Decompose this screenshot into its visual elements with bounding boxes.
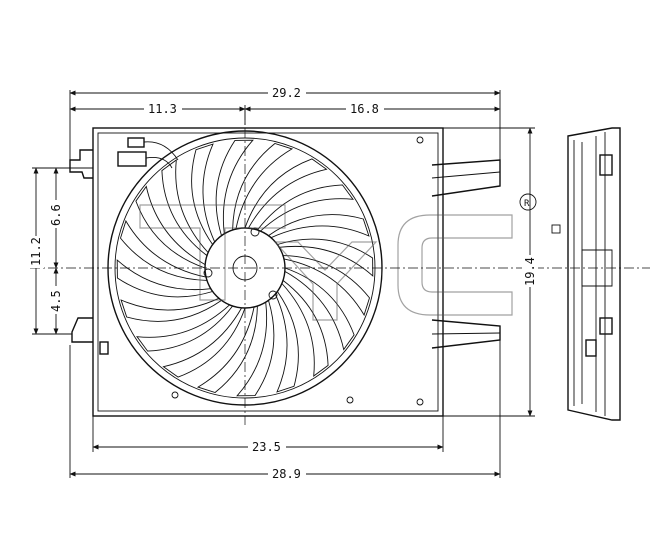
side-upper-bracket (599, 154, 613, 176)
dimension-bottom-inner: 23.5 (252, 440, 281, 454)
fan-blade (267, 214, 370, 239)
dimension-bottom-overall: 28.9 (272, 467, 301, 481)
fan-blade (281, 279, 329, 377)
fan-blade (196, 305, 258, 394)
dimension-top-left: 11.3 (148, 102, 177, 116)
hub-bolt (268, 290, 278, 300)
side-motor-tab (585, 339, 597, 357)
dimension-right-height: 19.4 (523, 257, 537, 286)
dimension-top-right: 16.8 (350, 102, 379, 116)
fan-blade (135, 185, 206, 269)
fan-blade (120, 297, 223, 322)
fan-blade (276, 238, 374, 277)
fan-blade (119, 219, 208, 281)
dimension-left-lower: 4.5 (49, 290, 63, 312)
fan-blade (256, 184, 354, 232)
right-upper-bracket (431, 159, 501, 197)
registered-mark: R (524, 199, 530, 209)
left-upper-ear (69, 149, 93, 179)
fan-blade (161, 159, 209, 257)
fan-blade (191, 143, 216, 246)
fan-blade (162, 307, 246, 378)
dimension-overall-top: 29.2 (272, 86, 301, 100)
fan-blades (116, 139, 374, 397)
dimension-lines: 29.2 11.3 16.8 19.4 11.2 6.6 4.5 23.5 (28, 86, 538, 481)
left-lower-ear (71, 317, 93, 343)
side-view-outline (567, 127, 621, 421)
side-lower-bracket (599, 317, 613, 335)
mount-hole (416, 398, 424, 406)
tyc-watermark: R (139, 193, 537, 321)
fan-blade (236, 299, 275, 397)
dimension-left-upper: 6.6 (49, 204, 63, 226)
dimension-left-total: 11.2 (29, 237, 43, 266)
side-view (551, 127, 621, 421)
wire-connector (117, 137, 179, 169)
shroud-outline (92, 127, 444, 417)
mount-hole (346, 396, 354, 404)
side-tab (551, 224, 561, 234)
fan-blade (284, 267, 355, 351)
mount-hole (416, 136, 424, 144)
fan-blade (244, 158, 328, 229)
fan-blade (232, 142, 294, 231)
mount-hole (171, 391, 179, 399)
fan-blade (136, 304, 234, 352)
fan-blade (274, 290, 299, 393)
side-motor-body (581, 249, 613, 287)
fan-blade (215, 139, 254, 237)
fan-blade (116, 259, 214, 298)
hub-bolt (203, 268, 213, 278)
left-lower-tab (99, 341, 109, 355)
